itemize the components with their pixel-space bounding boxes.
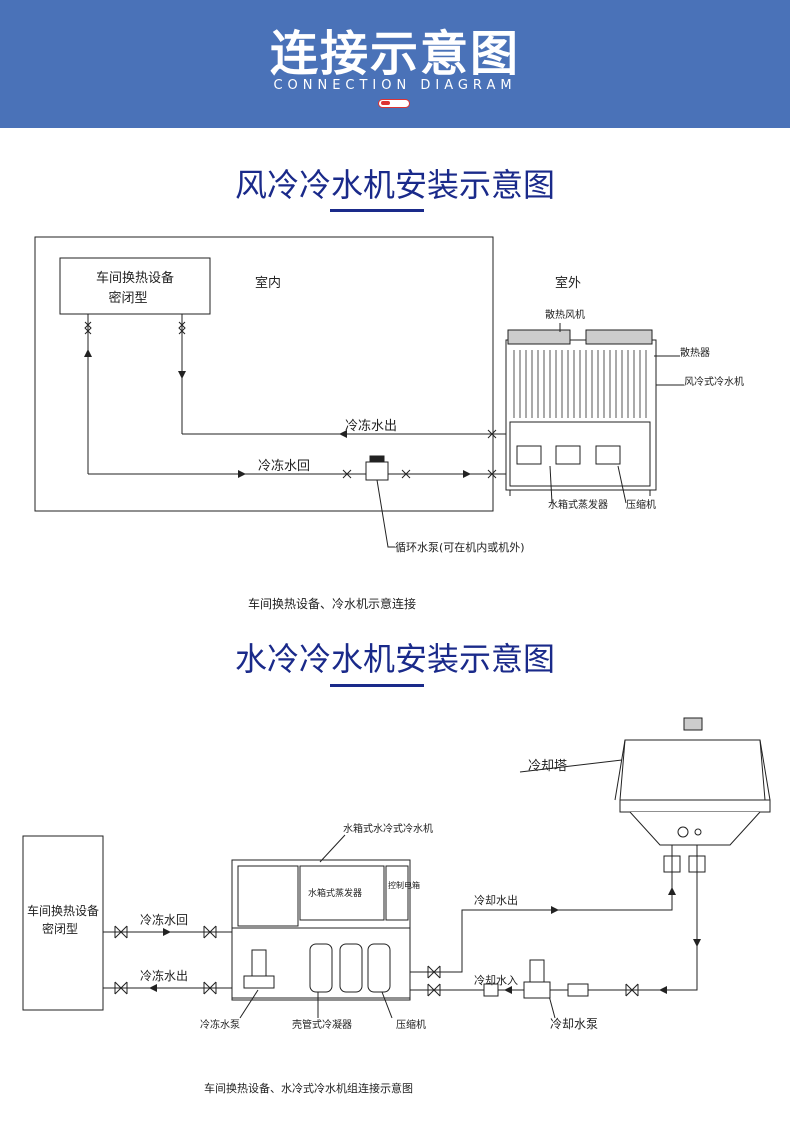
compressor-icon: [555, 445, 581, 465]
valve-icon: [342, 469, 352, 479]
air-chiller-label: 风冷式冷水机: [684, 375, 744, 388]
compressor-icon: [516, 445, 542, 465]
air-cooled-title: 风冷冷水机安装示意图: [234, 166, 555, 204]
valve-icon: [427, 965, 441, 979]
air-equipment-box: [59, 257, 211, 315]
compressor-icon: [595, 445, 621, 465]
air-equipment-label-2: 密闭型: [108, 290, 147, 306]
valve-icon: [84, 321, 92, 335]
air-equipment-label-1: 车间换热设备: [96, 270, 174, 286]
cooling-out-label: 冷却水出: [474, 893, 518, 907]
air-compressor-label: 压缩机: [626, 498, 656, 511]
air-cooled-diagram: [34, 236, 684, 548]
strainer-icon: [688, 855, 706, 873]
evaporator-label: 水箱式蒸发器: [548, 498, 608, 511]
header-banner: 连接示意图 CONNECTION DIAGRAM: [0, 0, 790, 128]
page-subtitle: CONNECTION DIAGRAM: [273, 78, 517, 93]
indoor-label: 室内: [255, 275, 281, 291]
strainer-icon: [483, 983, 499, 997]
water-equipment-label-1: 车间换热设备: [27, 903, 99, 918]
valve-icon: [203, 925, 217, 939]
valve-icon: [114, 981, 128, 995]
valve-icon: [203, 981, 217, 995]
condenser-label: 壳管式冷凝器: [292, 1018, 352, 1031]
water-chilled-out-label: 冷冻水出: [140, 968, 188, 983]
pump-icon: [365, 461, 389, 481]
chilled-pump-label: 冷冻水泵: [200, 1018, 240, 1031]
outdoor-label: 室外: [555, 275, 581, 291]
air-caption: 车间换热设备、冷水机示意连接: [248, 596, 416, 611]
valve-icon: [178, 321, 186, 335]
fan-label: 散热风机: [545, 308, 585, 321]
water-caption: 车间换热设备、水冷式冷水机组连接示意图: [204, 1081, 413, 1095]
water-compressor-label: 压缩机: [396, 1018, 426, 1031]
pump-icon: [243, 975, 275, 989]
cooling-tower-label: 冷却塔: [528, 759, 567, 774]
valve-icon: [114, 925, 128, 939]
indoor-boundary: [34, 236, 494, 512]
evaporator-box: [299, 865, 385, 921]
valve-icon: [625, 983, 639, 997]
air-chilled-return-label: 冷冻水回: [258, 458, 310, 474]
water-chilled-return-label: 冷冻水回: [140, 912, 188, 927]
water-chiller-unit: [231, 859, 411, 1001]
water-equipment-label-2: 密闭型: [42, 921, 78, 936]
cooling-in-label: 冷却水入: [474, 974, 518, 987]
radiator-label: 散热器: [680, 346, 710, 359]
pump-label: 循环水泵(可在机内或机外): [395, 540, 525, 554]
control-box-label: 控制电箱: [388, 880, 420, 890]
air-chilled-out-label: 冷冻水出: [345, 418, 397, 434]
cooling-pump-label: 冷却水泵: [550, 1017, 598, 1031]
water-evaporator-label: 水箱式蒸发器: [308, 887, 362, 899]
air-cooled-underline: [330, 209, 424, 212]
page-title: 连接示意图: [269, 26, 520, 82]
valve-icon: [487, 469, 497, 479]
decorative-pill-icon: [378, 99, 410, 108]
air-chiller-unit: [505, 323, 684, 504]
water-equipment-box: [22, 835, 104, 1011]
valve-icon: [401, 469, 411, 479]
valve-icon: [487, 429, 497, 439]
water-cooled-diagram: [22, 717, 771, 1019]
cooling-tower: [614, 717, 771, 880]
strainer-icon: [663, 855, 681, 873]
water-cooled-underline: [330, 684, 424, 687]
valve-icon: [427, 983, 441, 997]
control-box: [385, 865, 409, 921]
water-chiller-label: 水箱式水冷式冷水机: [343, 822, 433, 835]
water-cooled-title: 水冷冷水机安装示意图: [234, 640, 555, 678]
strainer-icon: [567, 983, 589, 997]
pump-icon: [523, 981, 551, 999]
